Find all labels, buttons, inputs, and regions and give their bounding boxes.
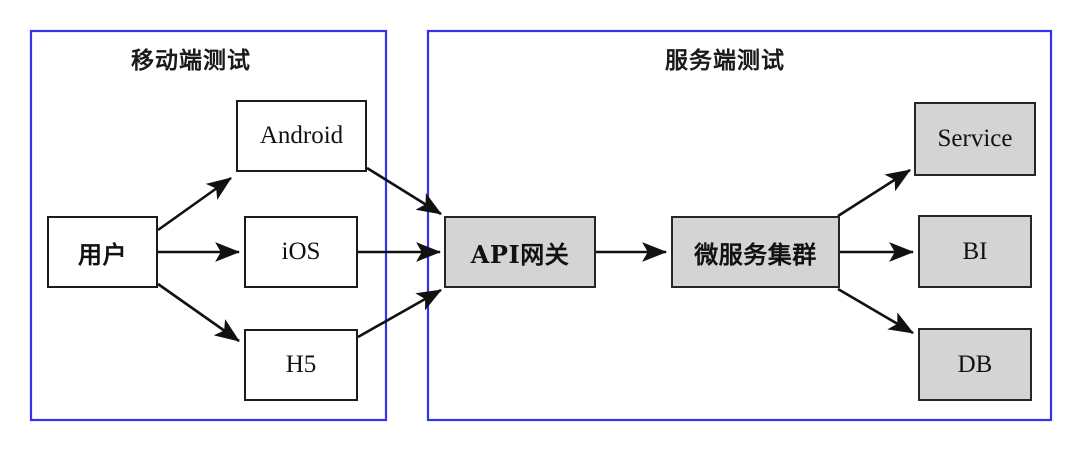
panel-server-title: 服务端测试 <box>665 47 785 74</box>
node-api-gateway[interactable]: API网关 <box>444 216 596 288</box>
node-user[interactable]: 用户 <box>47 216 158 288</box>
node-db[interactable]: DB <box>918 328 1032 401</box>
panel-mobile-title: 移动端测试 <box>131 47 251 74</box>
edge-user-android <box>157 176 232 232</box>
node-api-gateway-label: API网关 <box>470 239 570 269</box>
node-service[interactable]: Service <box>914 102 1036 176</box>
node-ios[interactable]: iOS <box>244 216 358 288</box>
node-h5-label: H5 <box>285 351 317 378</box>
node-user-label: 用户 <box>78 239 127 269</box>
node-bi[interactable]: BI <box>918 215 1032 288</box>
node-android-label: Android <box>259 122 344 149</box>
node-service-label: Service <box>937 125 1013 152</box>
node-microservice-cluster[interactable]: 微服务集群 <box>671 216 840 288</box>
node-db-label: DB <box>957 350 993 378</box>
node-bi-label: BI <box>962 237 988 265</box>
edge-micro-db <box>837 287 914 335</box>
panel-mobile-border <box>29 29 388 422</box>
node-android[interactable]: Android <box>236 100 367 172</box>
node-ios-label: iOS <box>281 238 321 265</box>
edge-android-gateway <box>366 166 442 216</box>
edge-h5-gateway <box>357 288 442 339</box>
edge-user-h5 <box>157 282 240 343</box>
node-microservice-cluster-label: 微服务集群 <box>694 239 817 269</box>
node-h5[interactable]: H5 <box>244 329 358 401</box>
panel-server-border <box>426 29 1053 422</box>
edge-micro-service <box>837 168 911 218</box>
